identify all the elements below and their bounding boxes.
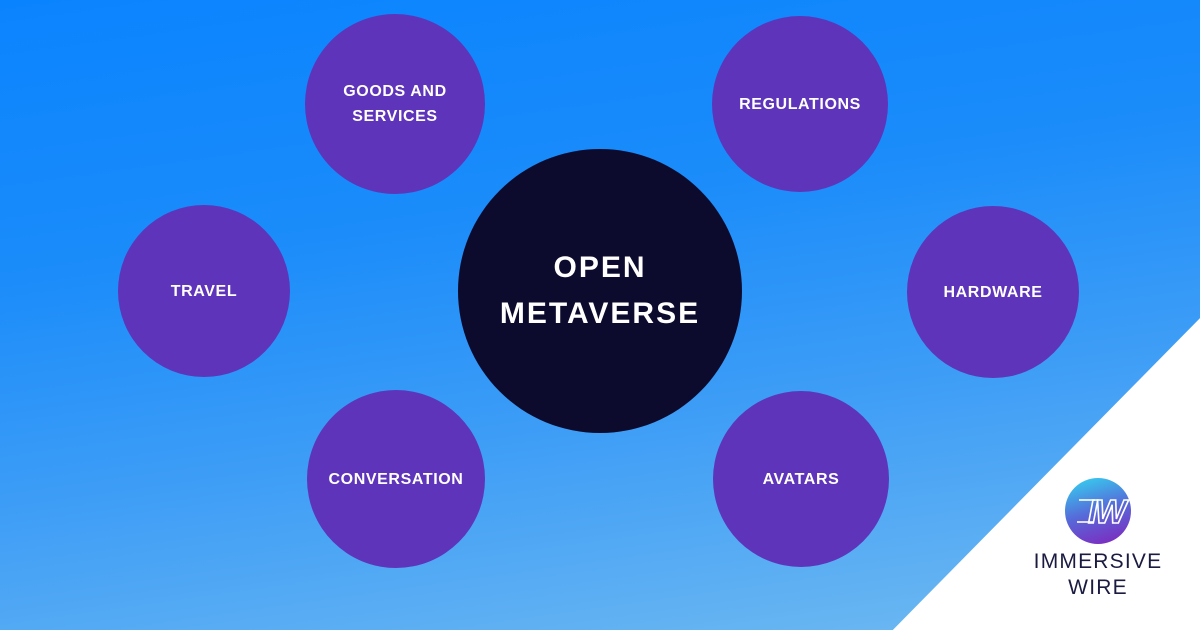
logo-circle xyxy=(1065,478,1131,544)
label-line: SERVICES xyxy=(352,108,438,125)
node-travel-label: TRAVEL xyxy=(170,282,238,300)
node-goods-and-services: GOODS AND SERVICES xyxy=(305,14,485,194)
node-travel: TRAVEL xyxy=(118,205,290,377)
logo-i-serifs xyxy=(1077,499,1095,523)
node-open-metaverse: OPEN METAVERSE xyxy=(458,149,742,433)
node-hardware-label: HARDWARE xyxy=(943,283,1043,301)
node-regulations-label: REGULATIONS xyxy=(739,95,861,113)
label-line: METAVERSE xyxy=(499,297,701,330)
node-conversation: CONVERSATION xyxy=(307,390,485,568)
node-avatars: AVATARS xyxy=(713,391,889,567)
immersive-wire-logo-icon: IW xyxy=(1065,478,1131,544)
brand-name-line2: WIRE xyxy=(1068,576,1128,599)
node-regulations: REGULATIONS xyxy=(712,16,888,192)
brand-name: IMMERSIVE WIRE xyxy=(1034,549,1163,601)
node-hardware: HARDWARE xyxy=(907,206,1079,378)
label-line: GOODS AND xyxy=(343,83,447,100)
node-conversation-label: CONVERSATION xyxy=(328,470,464,488)
node-goods-and-services-label: GOODS AND SERVICES xyxy=(343,79,446,129)
brand-block: IW IMMERSIVE WIRE xyxy=(1006,478,1190,601)
node-avatars-label: AVATARS xyxy=(762,470,840,488)
brand-name-line1: IMMERSIVE xyxy=(1033,550,1163,573)
node-open-metaverse-label: OPEN METAVERSE xyxy=(500,245,700,337)
logo-monogram: IW xyxy=(1088,493,1129,530)
label-line: OPEN xyxy=(553,251,647,284)
